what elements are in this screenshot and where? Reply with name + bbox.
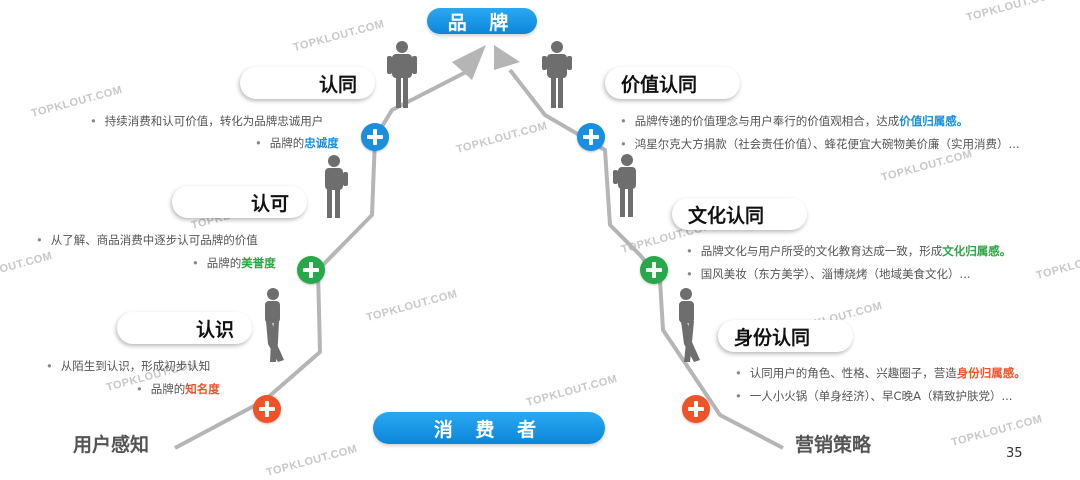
bullet-line: •从了解、商品消费中逐步认可品牌的价值 — [36, 233, 258, 247]
highlight-text: 忠诚度 — [304, 136, 339, 150]
person-standing-icon-1 — [387, 41, 417, 108]
stage-title: 认识 — [195, 318, 234, 341]
person-walking-icon-1 — [265, 288, 284, 362]
stage-renshi: 认识 — [117, 312, 252, 344]
stage-title: 文化认同 — [688, 204, 765, 227]
person-icons-right — [542, 41, 700, 362]
stage-title: 认可 — [250, 192, 289, 215]
plus-icon — [682, 395, 710, 423]
right-arrow-head — [494, 45, 520, 70]
bullet-text: 一人小火锅（单身经济）、早C晚A（精致护肤党）... — [749, 389, 1013, 403]
bullet-text: 品牌文化与用户所受的文化教育达成一致，形成 — [700, 244, 943, 258]
bullet-text: 品牌的 — [206, 256, 242, 270]
bullet-line: •品牌的美誉度 — [192, 256, 276, 270]
plus-icon — [640, 256, 668, 284]
stage-identity: 身份认同 — [718, 320, 853, 352]
bullet-line: •一人小火锅（单身经济）、早C晚A（精致护肤党）... — [735, 389, 1013, 403]
bullet-line: •认同用户的角色、性格、兴趣圈子，营造身份归属感。 — [735, 366, 1026, 380]
person-standing-icon-3 — [542, 41, 572, 108]
stage-renton: 认同 — [240, 67, 375, 99]
left-arrow-head — [452, 45, 486, 80]
brand-label: 品 牌 — [427, 8, 537, 34]
stage-title: 价值认同 — [621, 73, 698, 96]
plus-icon — [253, 395, 281, 423]
bullet-line: •品牌传递的价值理念与用户奉行的价值观相合，达成价值归属感。 — [620, 114, 969, 128]
bullet-line: •国风美妆（东方美学）、淄博烧烤（地域美食文化）... — [686, 267, 971, 281]
plus-icon — [577, 123, 605, 151]
bullet-line: •鸿星尔克大方捐款（社会责任价值）、蜂花便宜大碗物美价廉（实用消费）... — [620, 137, 1020, 151]
page-number: 35 — [1006, 446, 1023, 461]
consumer-label: 消 费 者 — [373, 412, 605, 444]
highlight-text: 知名度 — [185, 382, 220, 396]
stage-title: 身份认同 — [734, 326, 811, 349]
bullet-line: •品牌的知名度 — [136, 382, 220, 396]
bullet-line: •从陌生到认识，形成初步认知 — [46, 359, 211, 373]
person-standing-icon-4 — [613, 154, 636, 217]
stage-culture-identity: 文化认同 — [672, 198, 807, 230]
right-path-line — [508, 68, 784, 450]
stage-renke: 认可 — [172, 186, 307, 218]
highlight-text: 文化归属感。 — [942, 244, 1012, 258]
bullet-text: 品牌的 — [269, 136, 305, 150]
left-path-line — [174, 68, 471, 450]
bullet-line: •品牌文化与用户所受的文化教育达成一致，形成文化归属感。 — [686, 244, 1012, 258]
bullet-text: 品牌的 — [150, 382, 186, 396]
highlight-text: 美誉度 — [241, 256, 276, 270]
plus-icon — [361, 123, 389, 151]
user-perception-label: 用户感知 — [73, 434, 150, 456]
bullet-text: 从陌生到认识，形成初步认知 — [60, 359, 211, 373]
stage-title: 认同 — [318, 73, 357, 96]
bullet-text: 持续消费和认可价值，转化为品牌忠诚用户 — [104, 114, 324, 128]
marketing-strategy-label: 营销策略 — [795, 434, 872, 456]
bullet-text: 国风美妆（东方美学）、淄博烧烤（地域美食文化）... — [700, 267, 971, 281]
highlight-text: 价值归属感。 — [899, 114, 969, 128]
person-standing-icon-2 — [325, 155, 348, 218]
bullet-text: 认同用户的角色、性格、兴趣圈子，营造 — [749, 366, 957, 380]
highlight-text: 身份归属感。 — [956, 366, 1026, 380]
person-walking-icon-2 — [679, 288, 700, 362]
person-icons-left — [265, 41, 417, 362]
bullet-line: •品牌的忠诚度 — [255, 136, 339, 150]
bullet-text: 从了解、商品消费中逐步认可品牌的价值 — [50, 233, 258, 247]
stage-value-identity: 价值认同 — [605, 67, 740, 99]
plus-icon — [297, 256, 325, 284]
bullet-line: •持续消费和认可价值，转化为品牌忠诚用户 — [90, 114, 324, 128]
bullet-text: 鸿星尔克大方捐款（社会责任价值）、蜂花便宜大碗物美价廉（实用消费）... — [634, 137, 1020, 151]
bullet-text: 品牌传递的价值理念与用户奉行的价值观相合，达成 — [634, 114, 900, 128]
